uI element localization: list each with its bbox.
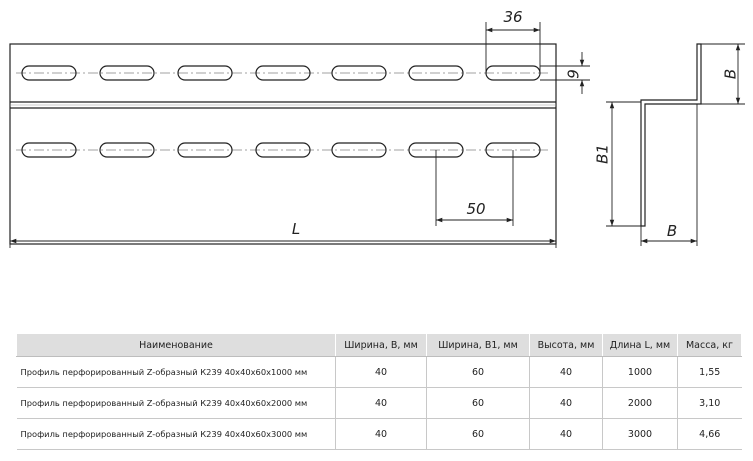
slot <box>177 142 233 158</box>
dimension-label-web: B1 <box>594 144 612 164</box>
col-header-width-b1: Ширина, В1, мм <box>426 333 530 357</box>
z-profile <box>640 43 702 227</box>
cell-mass: 3,10 <box>677 387 742 419</box>
cell-length: 3000 <box>602 418 678 450</box>
slot-row-top <box>21 65 541 81</box>
side-view <box>640 43 702 227</box>
cell-width-b: 40 <box>335 356 427 388</box>
dimension-flange-bottom <box>640 104 698 246</box>
front-view <box>9 43 557 245</box>
spec-table: Наименование Ширина, В, мм Ширина, В1, м… <box>16 333 742 450</box>
cell-mass: 4,66 <box>677 418 742 450</box>
cell-name: Профиль перфорированный Z-образный К239 … <box>16 418 336 450</box>
cell-width-b: 40 <box>335 387 427 419</box>
cell-mass: 1,55 <box>677 356 742 388</box>
col-header-name: Наименование <box>16 333 336 357</box>
slot <box>99 65 155 81</box>
dimension-web <box>606 101 641 227</box>
dimension-label-length: L <box>292 220 300 238</box>
cell-name: Профиль перфорированный Z-образный К239 … <box>16 356 336 388</box>
slot <box>255 142 311 158</box>
slot <box>177 65 233 81</box>
cell-length: 1000 <box>602 356 678 388</box>
dimension-label-slot-height: 9 <box>565 69 583 79</box>
table-row: Профиль перфорированный Z-образный К239 … <box>16 356 742 388</box>
slot <box>331 142 387 158</box>
cell-width-b1: 60 <box>426 356 530 388</box>
cell-height: 40 <box>529 418 603 450</box>
dimension-flange-top <box>701 43 745 105</box>
dimension-label-slot-offset: 50 <box>466 200 485 218</box>
slot <box>485 65 541 81</box>
cell-width-b1: 60 <box>426 418 530 450</box>
slot <box>99 142 155 158</box>
dimension-length <box>9 238 557 248</box>
slot <box>408 65 464 81</box>
slot-centerlines <box>16 72 550 151</box>
cell-height: 40 <box>529 387 603 419</box>
cell-width-b1: 60 <box>426 387 530 419</box>
slot <box>21 65 77 81</box>
table-row: Профиль перфорированный Z-образный К239 … <box>16 387 742 419</box>
dimension-label-flange-top: B <box>722 69 740 79</box>
profile-outline <box>9 43 557 245</box>
cell-height: 40 <box>529 356 603 388</box>
dimension-slot-pitch <box>485 22 541 72</box>
dimension-label-slot-pitch: 36 <box>503 8 522 26</box>
col-header-mass: Масса, кг <box>677 333 742 357</box>
profile-drawing: 36 9 50 L B B1 B <box>9 8 745 248</box>
table-header-row: Наименование Ширина, В, мм Ширина, В1, м… <box>16 333 742 357</box>
col-header-length: Длина L, мм <box>602 333 678 357</box>
table-row: Профиль перфорированный Z-образный К239 … <box>16 418 742 450</box>
dimension-slot-offset <box>435 150 514 226</box>
slot <box>21 142 77 158</box>
dimension-label-flange-bottom: B <box>667 222 677 240</box>
col-header-width-b: Ширина, В, мм <box>335 333 427 357</box>
slot <box>331 65 387 81</box>
col-header-height: Высота, мм <box>529 333 603 357</box>
cell-length: 2000 <box>602 387 678 419</box>
cell-width-b: 40 <box>335 418 427 450</box>
dimension-slot-height <box>540 52 590 94</box>
cell-name: Профиль перфорированный Z-образный К239 … <box>16 387 336 419</box>
slot <box>255 65 311 81</box>
